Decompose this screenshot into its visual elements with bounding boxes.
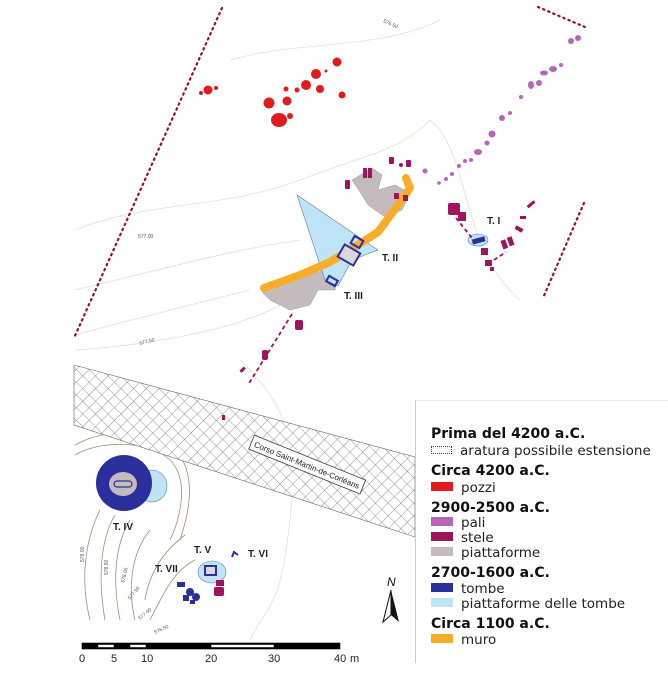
- legend-heading: 2700-1600 a.C.: [431, 565, 550, 581]
- north-label: N: [387, 575, 396, 589]
- dotted-swatch-icon: [431, 446, 452, 454]
- swatch-icon: [431, 482, 453, 491]
- scale-tick: 30: [268, 653, 281, 665]
- legend-heading: Circa 1100 a.C.: [431, 616, 550, 632]
- tomb-label-t2: T. II: [382, 253, 398, 264]
- legend-label: aratura possibile estensione: [460, 443, 651, 459]
- contour-label: 578.00: [80, 546, 86, 562]
- tomb-label-t5: T. V: [194, 545, 212, 556]
- scale-tick: 20: [205, 653, 218, 665]
- contour-label: 578.00: [120, 567, 130, 584]
- road-crosshatch: [73, 364, 416, 538]
- scale-tick: 10: [141, 653, 154, 665]
- wells-pozzi: [199, 57, 346, 127]
- tombs-tombe: [324, 234, 365, 288]
- tomb-label-t4: T. IV: [113, 522, 133, 533]
- stele-tomb-v: [214, 580, 224, 596]
- legend-label: pali: [461, 515, 486, 531]
- legend-label: muro: [461, 632, 497, 648]
- tomb-label-t1: T. I: [487, 216, 501, 227]
- stele: [222, 157, 536, 420]
- legend-heading: Prima del 4200 a.C.: [431, 426, 586, 442]
- legend-heading: 2900-2500 a.C.: [431, 500, 550, 516]
- swatch-icon: [431, 547, 453, 556]
- swatch-icon: [431, 517, 453, 526]
- legend: Prima del 4200 a.C. aratura possibile es…: [415, 400, 668, 663]
- contour-label: 577.00: [137, 607, 153, 622]
- swatch-icon: [431, 583, 453, 592]
- legend-item: muro: [431, 633, 496, 648]
- legend-label: piattaforme: [461, 545, 541, 561]
- legend-label: stele: [461, 530, 494, 546]
- contour-label: 576.50: [153, 624, 170, 636]
- contour-label-group: 576.50 577.00 577.50 578.00 578.50 578.0…: [80, 18, 399, 635]
- legend-item: stele: [431, 531, 494, 546]
- contour-label: 577.50: [139, 337, 156, 347]
- tomb-vi: [231, 550, 239, 558]
- tomb-label-t3: T. III: [344, 291, 363, 302]
- contour-lines: [74, 19, 521, 641]
- north-arrow-icon: N: [382, 575, 399, 624]
- tomb-label-t7: T. VII: [155, 564, 178, 575]
- scale-bar: [81, 642, 341, 650]
- tomb-vii: [177, 582, 200, 604]
- plough-extension-lines: [72, 5, 587, 340]
- tomb-v: [197, 560, 227, 584]
- scale-tick: 5: [111, 653, 118, 665]
- tomb-iv: [96, 455, 168, 511]
- stele-dashed-line: [247, 217, 507, 386]
- swatch-icon: [431, 532, 453, 541]
- legend-item: piattaforme delle tombe: [431, 597, 625, 612]
- swatch-icon: [431, 598, 453, 607]
- scale-tick: 0: [79, 653, 86, 665]
- legend-label: piattaforme delle tombe: [461, 596, 626, 612]
- legend-label: pozzi: [461, 480, 496, 496]
- tomb-label-t6: T. VI: [248, 549, 268, 560]
- tomb-i: [467, 233, 489, 247]
- legend-item: pali: [431, 516, 485, 531]
- legend-item: tombe: [431, 582, 505, 597]
- scale-tick: 40: [334, 653, 347, 665]
- legend-item: pozzi: [431, 481, 496, 496]
- legend-item: aratura possibile estensione: [431, 444, 651, 459]
- swatch-icon: [431, 634, 453, 643]
- scale-unit: m: [350, 653, 360, 665]
- contour-label: 576.50: [382, 18, 399, 30]
- legend-item: piattaforme: [431, 546, 540, 561]
- wall-muro: [260, 174, 414, 292]
- legend-heading: Circa 4200 a.C.: [431, 463, 550, 479]
- contour-label: 577.00: [138, 234, 154, 240]
- posts-pali: [422, 35, 581, 185]
- contour-label: 578.50: [104, 559, 110, 575]
- legend-label: tombe: [461, 581, 505, 597]
- contour-label: 577.50: [127, 586, 142, 602]
